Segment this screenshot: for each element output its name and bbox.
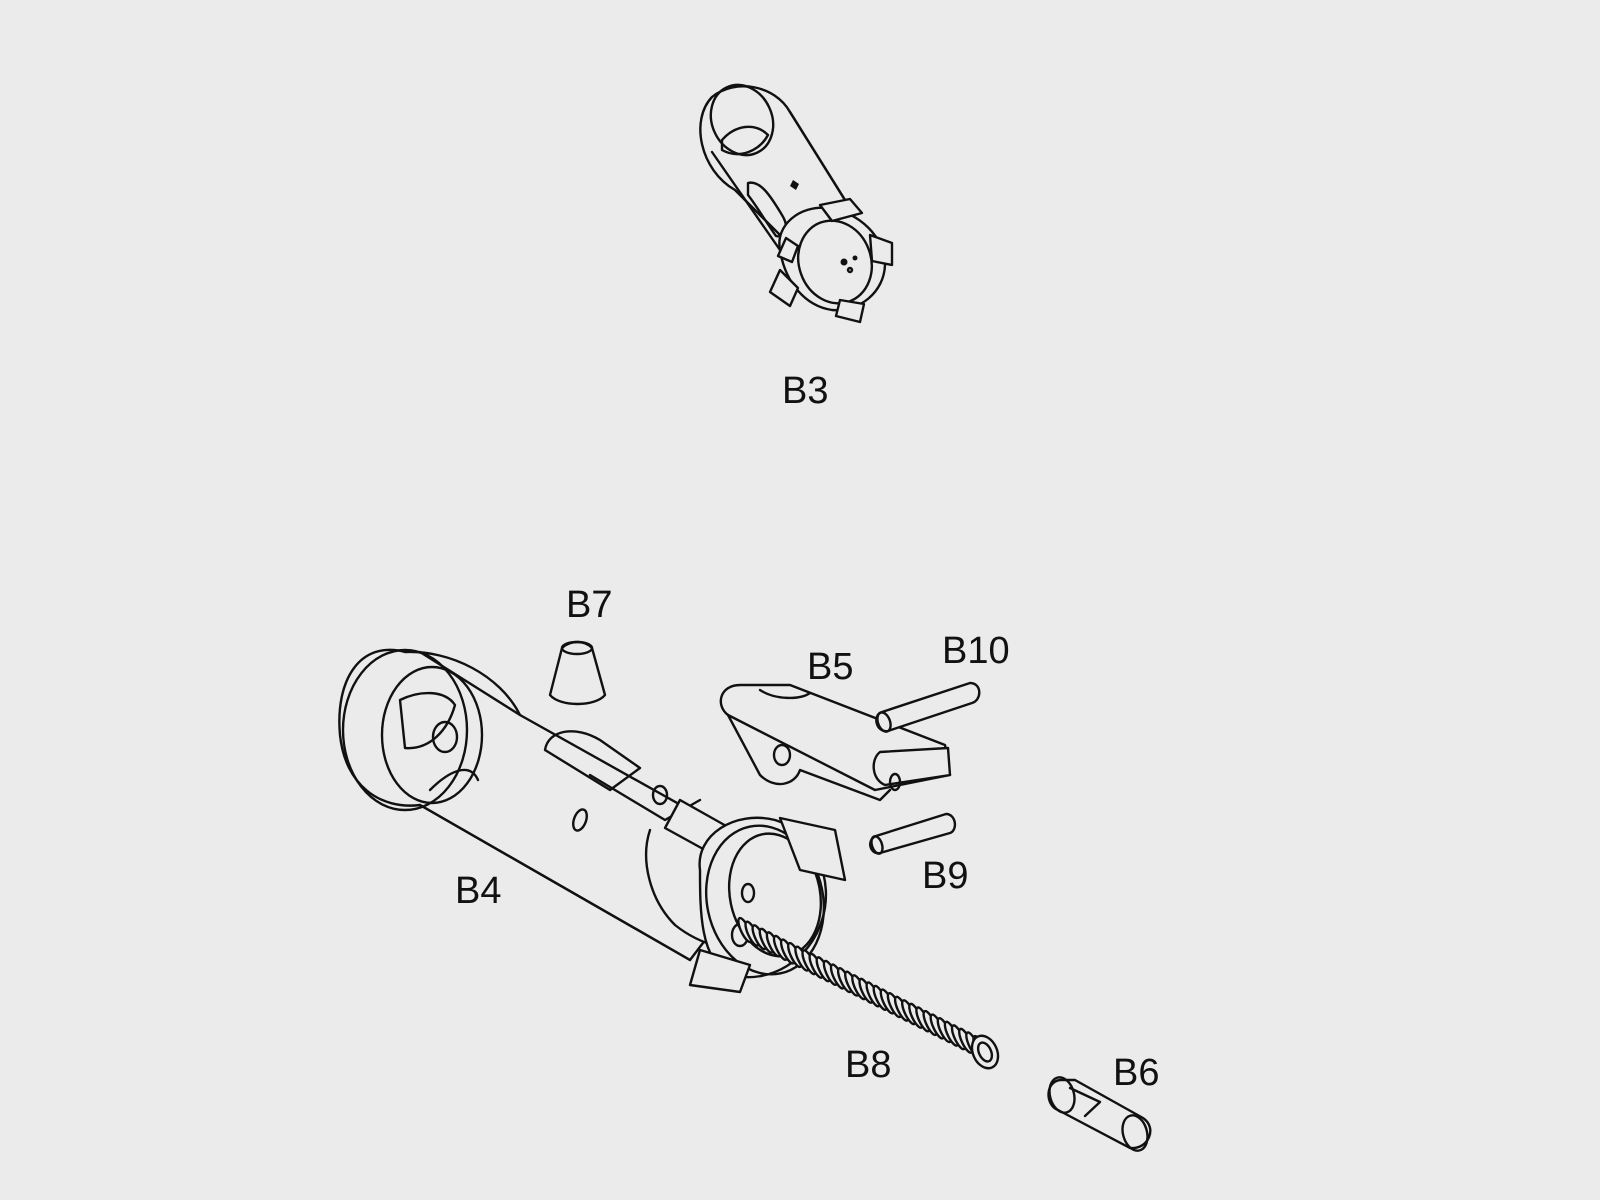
part-b10-pin [875, 681, 981, 733]
part-b6-cam-pin [1047, 1076, 1152, 1152]
label-b9: B9 [922, 855, 968, 897]
part-b8-spring [737, 916, 1000, 1070]
part-b3-bolt [699, 83, 894, 324]
label-b4: B4 [455, 870, 501, 912]
part-b7-cone [548, 640, 607, 706]
label-b5: B5 [807, 646, 853, 688]
part-b9-pin [869, 812, 957, 855]
label-b3: B3 [782, 370, 828, 412]
part-b5-extractor [719, 683, 952, 802]
label-b7: B7 [566, 584, 612, 626]
label-b10: B10 [942, 630, 1010, 672]
label-b6: B6 [1113, 1052, 1159, 1094]
label-b8: B8 [845, 1044, 891, 1086]
part-b4-bolt-carrier [338, 648, 847, 994]
